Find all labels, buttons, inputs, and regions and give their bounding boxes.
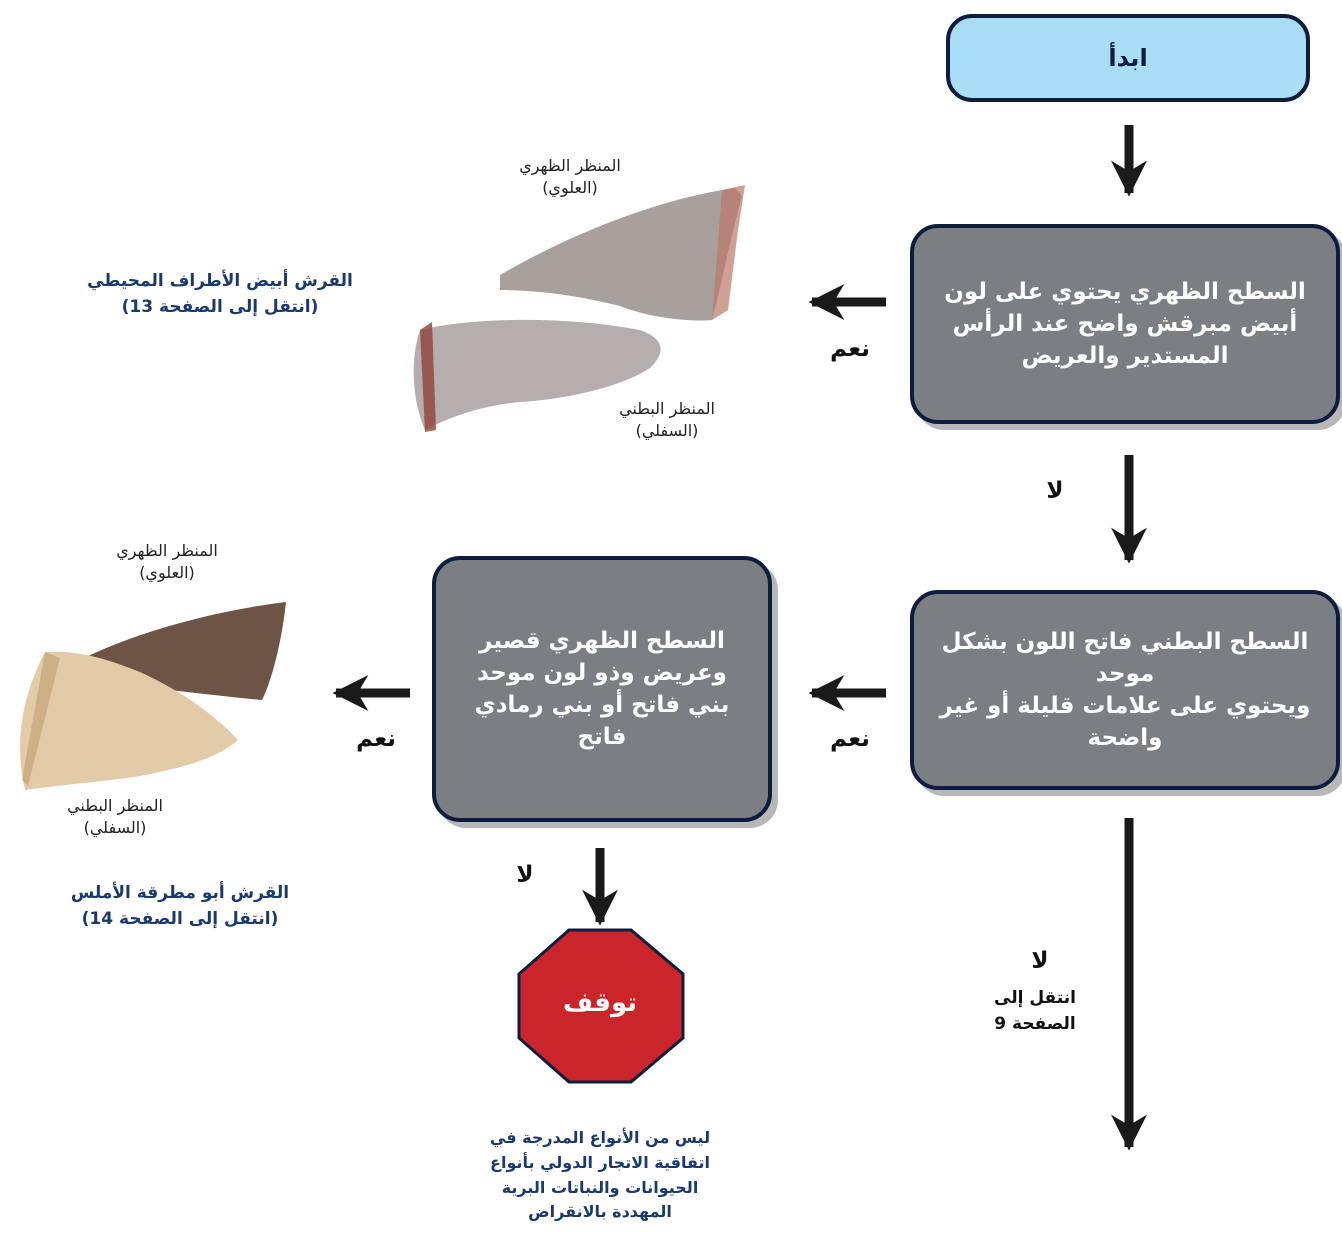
edge-label-yes-q2: نعم (830, 726, 870, 752)
edge-label-no-q1: لا (1046, 478, 1064, 504)
start-node: ابدأ (946, 14, 1310, 102)
stop-sign (517, 928, 685, 1084)
caption-dorsal-2: المنظر الظهري (العلوي) (116, 541, 218, 583)
edge-label-no-q2: لا (1031, 948, 1049, 974)
edge-label-no-q3: لا (516, 862, 534, 888)
stop-label: توقف (562, 988, 638, 1018)
edge-label-go-page9: انتقل إلى الصفحة 9 (994, 988, 1076, 1034)
decision-dorsal-short-broad: السطح الظهري قصير وعريض وذو لون موحد بني… (432, 556, 772, 822)
result-smooth-hammerhead: القرش أبو مطرقة الأملس (انتقل إلى الصفحة… (70, 883, 290, 930)
caption-ventral-2: المنظر البطني (السفلي) (67, 796, 163, 838)
caption-ventral-1: المنظر البطني (السفلي) (619, 399, 715, 441)
decision-dorsal-white-mottled: السطح الظهري يحتوي على لون أبيض مبرقش وا… (910, 224, 1340, 424)
result-oceanic-whitetip: القرش أبيض الأطراف المحيطي (انتقل إلى ال… (87, 271, 353, 318)
caption-dorsal-1: المنظر الظهري (العلوي) (519, 156, 621, 198)
decision-ventral-uniform-light: السطح البطني فاتح اللون بشكل موحد ويحتوي… (910, 590, 1340, 790)
edge-label-yes-q3: نعم (356, 726, 396, 752)
result-not-listed: ليس من الأنواع المدرجة في اتفاقية الاتجا… (489, 1128, 711, 1222)
fin-photo-smooth-hammerhead (20, 602, 286, 790)
edge-label-yes-q1: نعم (830, 336, 870, 362)
fin-photo-oceanic-whitetip (413, 185, 745, 432)
